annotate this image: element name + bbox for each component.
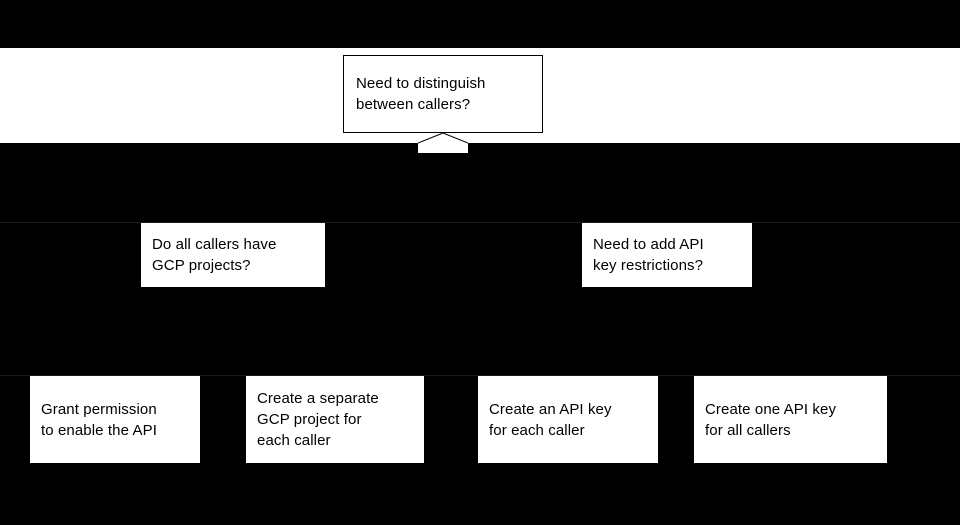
- separator-line-lower: [0, 375, 960, 376]
- node-outcome-api-key-each-caller[interactable]: Create an API key for each caller: [478, 376, 658, 463]
- node-decision-api-key-restrictions-label: Need to add API key restrictions?: [593, 236, 704, 274]
- node-root-label: Need to distinguish between callers?: [356, 75, 486, 113]
- node-outcome-api-key-all-callers-label: Create one API key for all callers: [705, 400, 837, 439]
- node-outcome-api-key-each-caller-label: Create an API key for each caller: [489, 400, 612, 439]
- node-decision-gcp-projects-label: Do all callers have GCP projects?: [152, 236, 277, 274]
- node-decision-api-key-restrictions[interactable]: Need to add API key restrictions?: [582, 223, 752, 287]
- node-decision-gcp-projects[interactable]: Do all callers have GCP projects?: [141, 223, 325, 287]
- node-outcome-separate-gcp-project-label: Create a separate GCP project for each c…: [257, 390, 379, 449]
- arrowhead-down-icon: [417, 132, 469, 153]
- node-outcome-separate-gcp-project[interactable]: Create a separate GCP project for each c…: [246, 376, 424, 463]
- separator-line-middle: [0, 222, 960, 223]
- node-outcome-grant-permission[interactable]: Grant permission to enable the API: [30, 376, 200, 463]
- node-root-decision[interactable]: Need to distinguish between callers?: [343, 55, 543, 133]
- node-outcome-grant-permission-label: Grant permission to enable the API: [41, 400, 157, 439]
- node-outcome-api-key-all-callers[interactable]: Create one API key for all callers: [694, 376, 887, 463]
